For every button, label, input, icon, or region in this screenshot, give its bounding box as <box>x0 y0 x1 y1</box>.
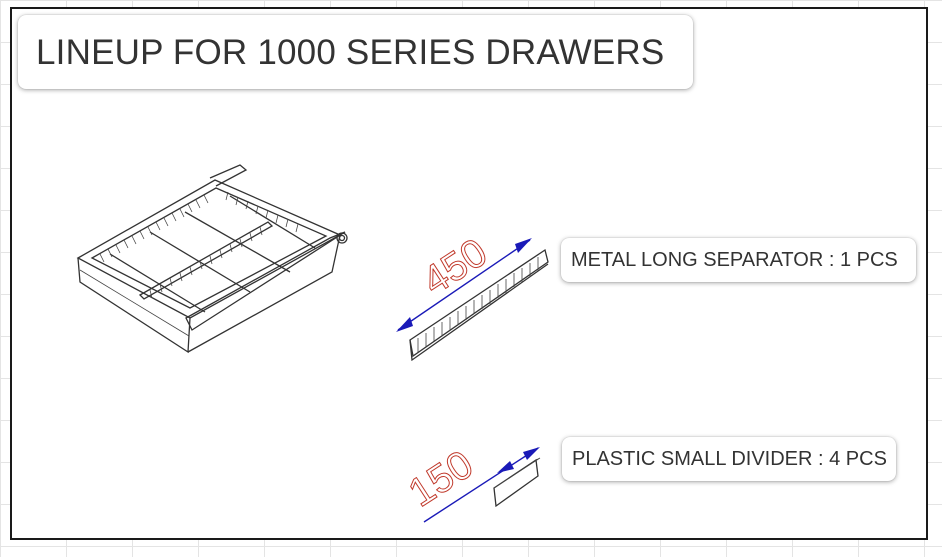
title-callout: LINEUP FOR 1000 SERIES DRAWERS <box>18 15 693 89</box>
drawer-illustration <box>76 164 348 354</box>
plastic-divider-illustration <box>493 457 541 508</box>
separator-label: METAL LONG SEPARATOR : 1 PCS <box>571 249 898 271</box>
divider-callout: PLASTIC SMALL DIVIDER : 4 PCS <box>562 437 896 481</box>
separator-callout: METAL LONG SEPARATOR : 1 PCS <box>561 238 916 282</box>
dimension-150-label: 150 <box>401 442 481 515</box>
page-title: LINEUP FOR 1000 SERIES DRAWERS <box>36 33 665 72</box>
dimension-450-label: 450 <box>415 230 495 303</box>
dimension-450: 450 <box>396 230 532 332</box>
metal-separator-illustration <box>409 248 549 362</box>
dimension-150: 150 <box>400 442 540 523</box>
divider-label: PLASTIC SMALL DIVIDER : 4 PCS <box>572 448 887 470</box>
